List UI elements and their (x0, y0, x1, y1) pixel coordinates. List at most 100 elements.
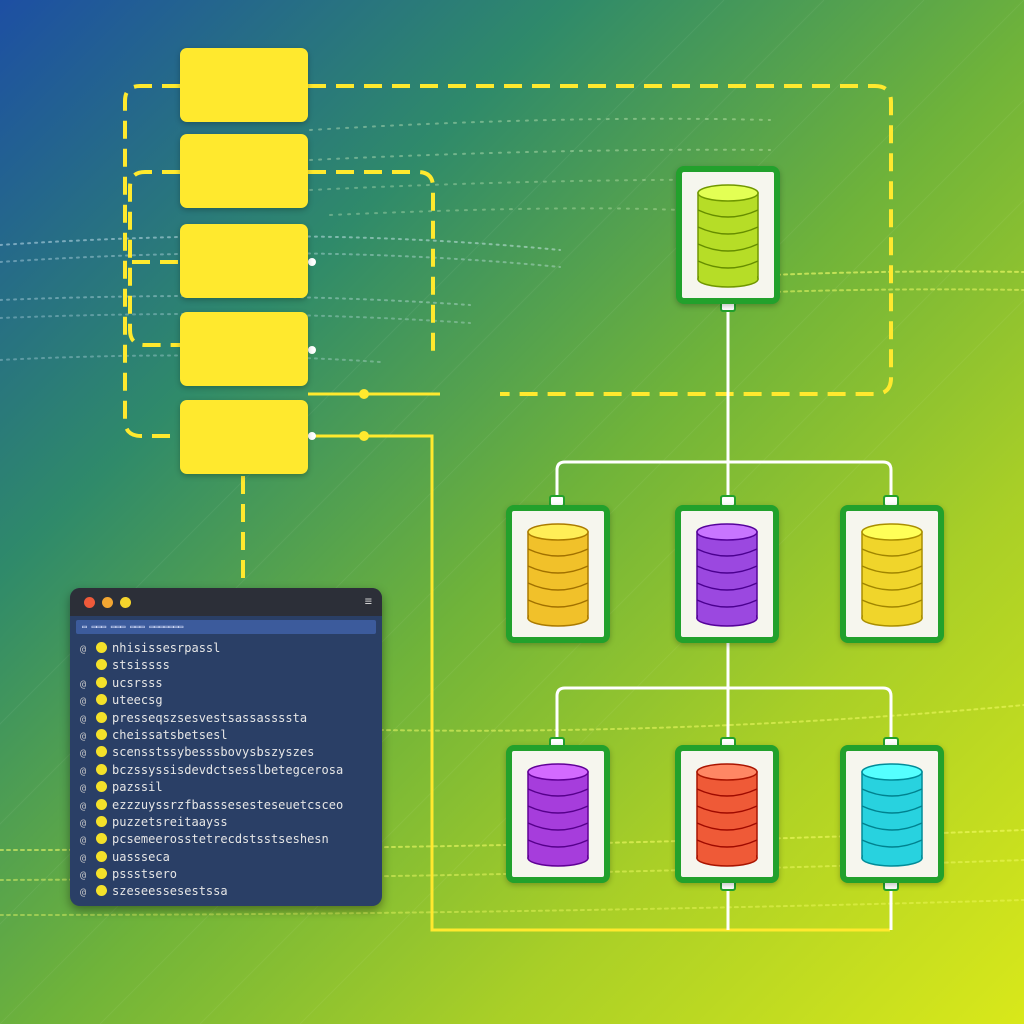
line-bullet-icon (96, 885, 107, 897)
line-bullet-icon (96, 746, 107, 758)
code-line: @ bczssyssisdevdctsesslbetegcerosa (80, 762, 382, 779)
code-line: @ szeseessesestssa (80, 883, 382, 900)
code-line-text: uteecsg (112, 693, 163, 708)
code-line-text: nhisissesrpassl (112, 641, 221, 655)
process-block-1[interactable] (180, 48, 308, 122)
tree-connectors (555, 306, 893, 930)
line-bullet-icon (96, 676, 107, 688)
line-gutter-icon: @ (80, 817, 87, 829)
line-gutter-icon: @ (80, 870, 87, 882)
database-icon (527, 763, 589, 867)
connector-node (359, 389, 369, 399)
code-line-text: pcsemeerosstetrecdstsstseshesn (112, 832, 329, 847)
maximize-dot-icon[interactable] (120, 597, 131, 608)
line-gutter-icon: @ (80, 730, 87, 742)
dashed-connectors (123, 84, 893, 588)
code-lines: @ nhisissesrpassl stsissss @ ucsrsss @ uteecsg… (70, 634, 382, 901)
line-gutter-icon: @ (80, 835, 87, 847)
code-line: @ uassseca (80, 849, 382, 866)
outer-left-dashed-loop (123, 84, 180, 438)
line-gutter-icon: @ (80, 713, 87, 725)
database-card-top[interactable] (676, 166, 780, 304)
code-line-text: scensstssybesssbovysbszyszes (112, 745, 315, 760)
database-icon (861, 763, 923, 867)
code-line-text: szeseessesestssa (112, 884, 228, 899)
database-card-level1-right[interactable] (840, 505, 944, 643)
line-gutter-icon: @ (80, 748, 87, 760)
line-bullet-icon (96, 763, 107, 775)
code-line-text: ezzzuyssrzfbasssesesteseuetcsceo (112, 797, 344, 812)
code-line: @ pcsemeerosstetrecdstsstseshesn (80, 831, 382, 848)
code-line: @ nhisissesrpassl (80, 640, 382, 657)
database-card-level2-left[interactable] (506, 745, 610, 883)
block-5-connector (308, 434, 890, 932)
menu-icon[interactable]: ≡ (364, 594, 372, 608)
connector-port (308, 346, 316, 354)
solid-connectors (308, 392, 890, 932)
line-bullet-icon (96, 642, 107, 653)
inner-left-dashed-loop (128, 170, 180, 347)
line-bullet-icon (96, 850, 107, 862)
code-line: @ pssstsero (80, 866, 382, 883)
line-bullet-icon (96, 815, 107, 827)
window-titlebar[interactable]: ≡ (70, 588, 382, 616)
line-gutter-icon: @ (80, 696, 87, 708)
line-bullet-icon (96, 781, 107, 793)
database-icon (696, 763, 758, 867)
code-window[interactable]: ≡ ▭ ▭▭▭ ▭▭▭ ▭▭▭ ▭▭▭▭▭▭▭ @ nhisissesrpassl… (70, 588, 382, 906)
connector-port (308, 432, 316, 440)
line-bullet-icon (96, 659, 107, 671)
database-card-level2-right[interactable] (840, 745, 944, 883)
code-line: @ uteecsg (80, 692, 382, 709)
code-line: @ scensstssybesssbovysbszyszes (80, 744, 382, 761)
code-line: @ pazssil (80, 779, 382, 796)
code-line-text: pssstsero (112, 867, 178, 882)
code-line: @ puzzetsreitaayss (80, 814, 382, 831)
line-bullet-icon (96, 711, 107, 723)
close-dot-icon[interactable] (84, 597, 95, 608)
line-bullet-icon (96, 833, 107, 845)
database-icon (861, 523, 923, 627)
code-line-text: cheissatsbetsesl (112, 727, 228, 742)
line-bullet-icon (96, 868, 107, 880)
code-line: @ ezzzuyssrzfbasssesesteseuetcsceo (80, 797, 382, 814)
process-block-5[interactable] (180, 400, 308, 474)
code-line: @ cheissatsbetsesl (80, 727, 382, 744)
line-gutter-icon: @ (80, 765, 87, 777)
line-gutter-icon: @ (80, 644, 87, 655)
database-card-level1-left[interactable] (506, 505, 610, 643)
line-gutter-icon: @ (80, 678, 87, 690)
line-bullet-icon (96, 798, 107, 810)
line-bullet-icon (96, 694, 107, 706)
code-line-text: stsissss (112, 658, 170, 673)
code-line-text: puzzetsreitaayss (112, 814, 228, 829)
database-icon (527, 523, 589, 627)
connector-port (308, 258, 316, 266)
line-gutter-icon: @ (80, 887, 87, 899)
database-icon (697, 184, 759, 288)
code-line-text: bczssyssisdevdctsesslbetegcerosa (112, 762, 344, 777)
outer-right-dashed-loop (308, 84, 893, 396)
code-line: @ ucsrsss (80, 675, 382, 692)
line-gutter-icon: @ (80, 783, 87, 795)
line-bullet-icon (96, 728, 107, 740)
code-line: @presseqszsesvestsassassssta (80, 710, 382, 727)
database-card-level2-center[interactable] (675, 745, 779, 883)
minimize-dot-icon[interactable] (102, 597, 113, 608)
level-1-branch (555, 460, 893, 505)
level-2-branch (555, 686, 893, 745)
code-line-text: pazssil (112, 780, 163, 795)
code-line: stsissss (80, 657, 382, 674)
process-block-4[interactable] (180, 312, 308, 386)
line-gutter-icon: @ (80, 800, 87, 812)
inner-right-dashed-loop (308, 170, 435, 358)
code-line-text: uassseca (112, 849, 170, 864)
process-block-2[interactable] (180, 134, 308, 208)
connector-node (359, 431, 369, 441)
window-toolbar: ▭ ▭▭▭ ▭▭▭ ▭▭▭ ▭▭▭▭▭▭▭ (76, 620, 376, 634)
database-card-level1-center[interactable] (675, 505, 779, 643)
process-block-3[interactable] (180, 224, 308, 298)
line-gutter-icon: @ (80, 852, 87, 864)
code-line-text: ucsrsss (112, 675, 163, 690)
